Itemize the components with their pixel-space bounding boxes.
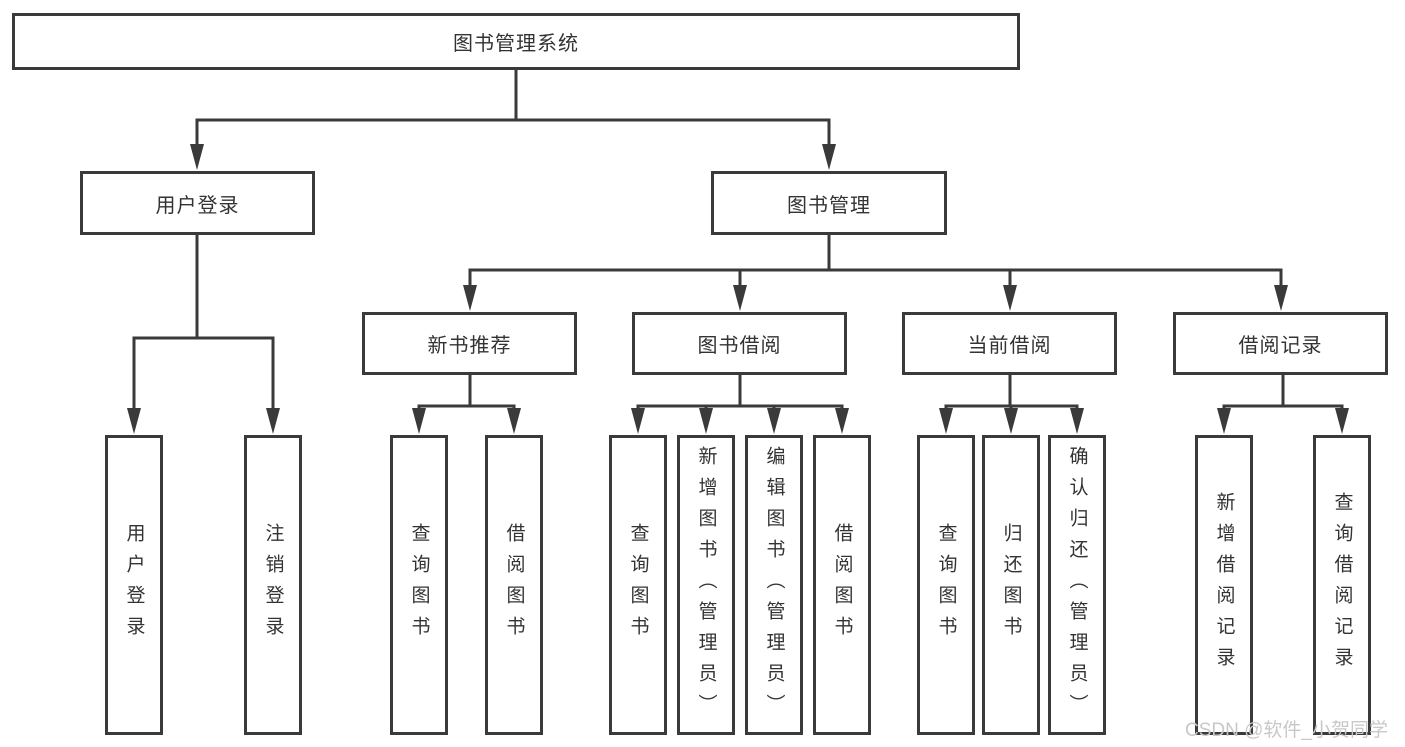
leaf-query-books-recommend: 查询图书 <box>390 435 448 735</box>
arrow-down-icon <box>412 408 426 434</box>
edge-current-borrow-split <box>944 375 1079 409</box>
arrow-down-icon <box>835 408 849 434</box>
leaf-query-borrow-record: 查询借阅记录 <box>1313 435 1371 735</box>
node-label: 归还图书 <box>1000 523 1022 647</box>
node-label: 用户登录 <box>123 523 145 647</box>
arrow-down-icon <box>190 144 204 170</box>
node-label: 图书借阅 <box>697 335 782 357</box>
node-label: 借阅图书 <box>831 523 853 647</box>
leaf-user-login: 用户登录 <box>105 435 163 735</box>
arrow-down-icon <box>1274 285 1288 311</box>
node-label: 新书推荐 <box>427 335 512 357</box>
arrowheads <box>127 144 1349 434</box>
leaf-edit-books-admin: 编辑图书（管理员） <box>745 435 803 735</box>
arrow-down-icon <box>733 285 747 311</box>
csdn-watermark: CSDN @软件_小贺同学 <box>1185 720 1388 741</box>
arrow-down-icon <box>463 285 477 311</box>
node-label: 查询图书 <box>935 523 957 647</box>
node-label: 新增图书（管理员） <box>695 445 717 725</box>
arrow-down-icon <box>767 408 781 434</box>
node-label: 用户登录 <box>155 194 240 217</box>
leaf-add-borrow-record: 新增借阅记录 <box>1195 435 1253 735</box>
node-user-login: 用户登录 <box>80 171 315 235</box>
node-label: 借阅记录 <box>1238 335 1323 357</box>
arrow-down-icon <box>507 408 521 434</box>
arrow-down-icon <box>266 408 280 434</box>
node-label: 查询图书 <box>408 523 430 647</box>
node-label: 当前借阅 <box>967 335 1052 357</box>
edge-user-login-split <box>132 235 275 408</box>
leaf-borrow-books-recommend: 借阅图书 <box>485 435 543 735</box>
arrow-down-icon <box>699 408 713 434</box>
node-borrow-records: 借阅记录 <box>1173 312 1388 375</box>
arrow-down-icon <box>1217 408 1231 434</box>
arrow-down-icon <box>822 144 836 170</box>
leaf-query-books-current: 查询图书 <box>917 435 975 735</box>
node-new-book-recommend: 新书推荐 <box>362 312 577 375</box>
node-label: 图书管理系统 <box>453 33 579 55</box>
arrow-down-icon <box>1335 408 1349 434</box>
arrow-down-icon <box>1070 408 1084 434</box>
leaf-add-books-admin: 新增图书（管理员） <box>677 435 735 735</box>
node-label: 新增借阅记录 <box>1213 492 1235 678</box>
leaf-return-books: 归还图书 <box>982 435 1040 735</box>
node-label: 编辑图书（管理员） <box>763 445 785 725</box>
node-current-borrow: 当前借阅 <box>902 312 1117 375</box>
arrow-down-icon <box>1004 408 1018 434</box>
node-library-system: 图书管理系统 <box>12 13 1020 70</box>
node-book-management: 图书管理 <box>711 171 947 235</box>
node-label: 借阅图书 <box>503 523 525 647</box>
leaf-query-books-borrow: 查询图书 <box>609 435 667 735</box>
edge-borrow-record-split <box>1222 375 1344 409</box>
leaf-logout: 注销登录 <box>244 435 302 735</box>
arrow-down-icon <box>631 408 645 434</box>
node-label: 查询借阅记录 <box>1331 492 1353 678</box>
edge-new-book-split <box>417 375 516 409</box>
edge-book-mgmt-split <box>468 235 1283 287</box>
node-label: 注销登录 <box>262 523 284 647</box>
edge-book-borrow-split <box>636 375 844 409</box>
arrow-down-icon <box>1003 285 1017 311</box>
arrow-down-icon <box>939 408 953 434</box>
leaf-confirm-return-admin: 确认归还（管理员） <box>1048 435 1106 735</box>
node-label: 查询图书 <box>627 523 649 647</box>
node-book-borrow: 图书借阅 <box>632 312 847 375</box>
node-label: 确认归还（管理员） <box>1066 445 1088 725</box>
node-label: 图书管理 <box>787 194 871 217</box>
arrow-down-icon <box>127 408 141 434</box>
leaf-borrow-books: 借阅图书 <box>813 435 871 735</box>
edge-root-split <box>195 70 831 147</box>
